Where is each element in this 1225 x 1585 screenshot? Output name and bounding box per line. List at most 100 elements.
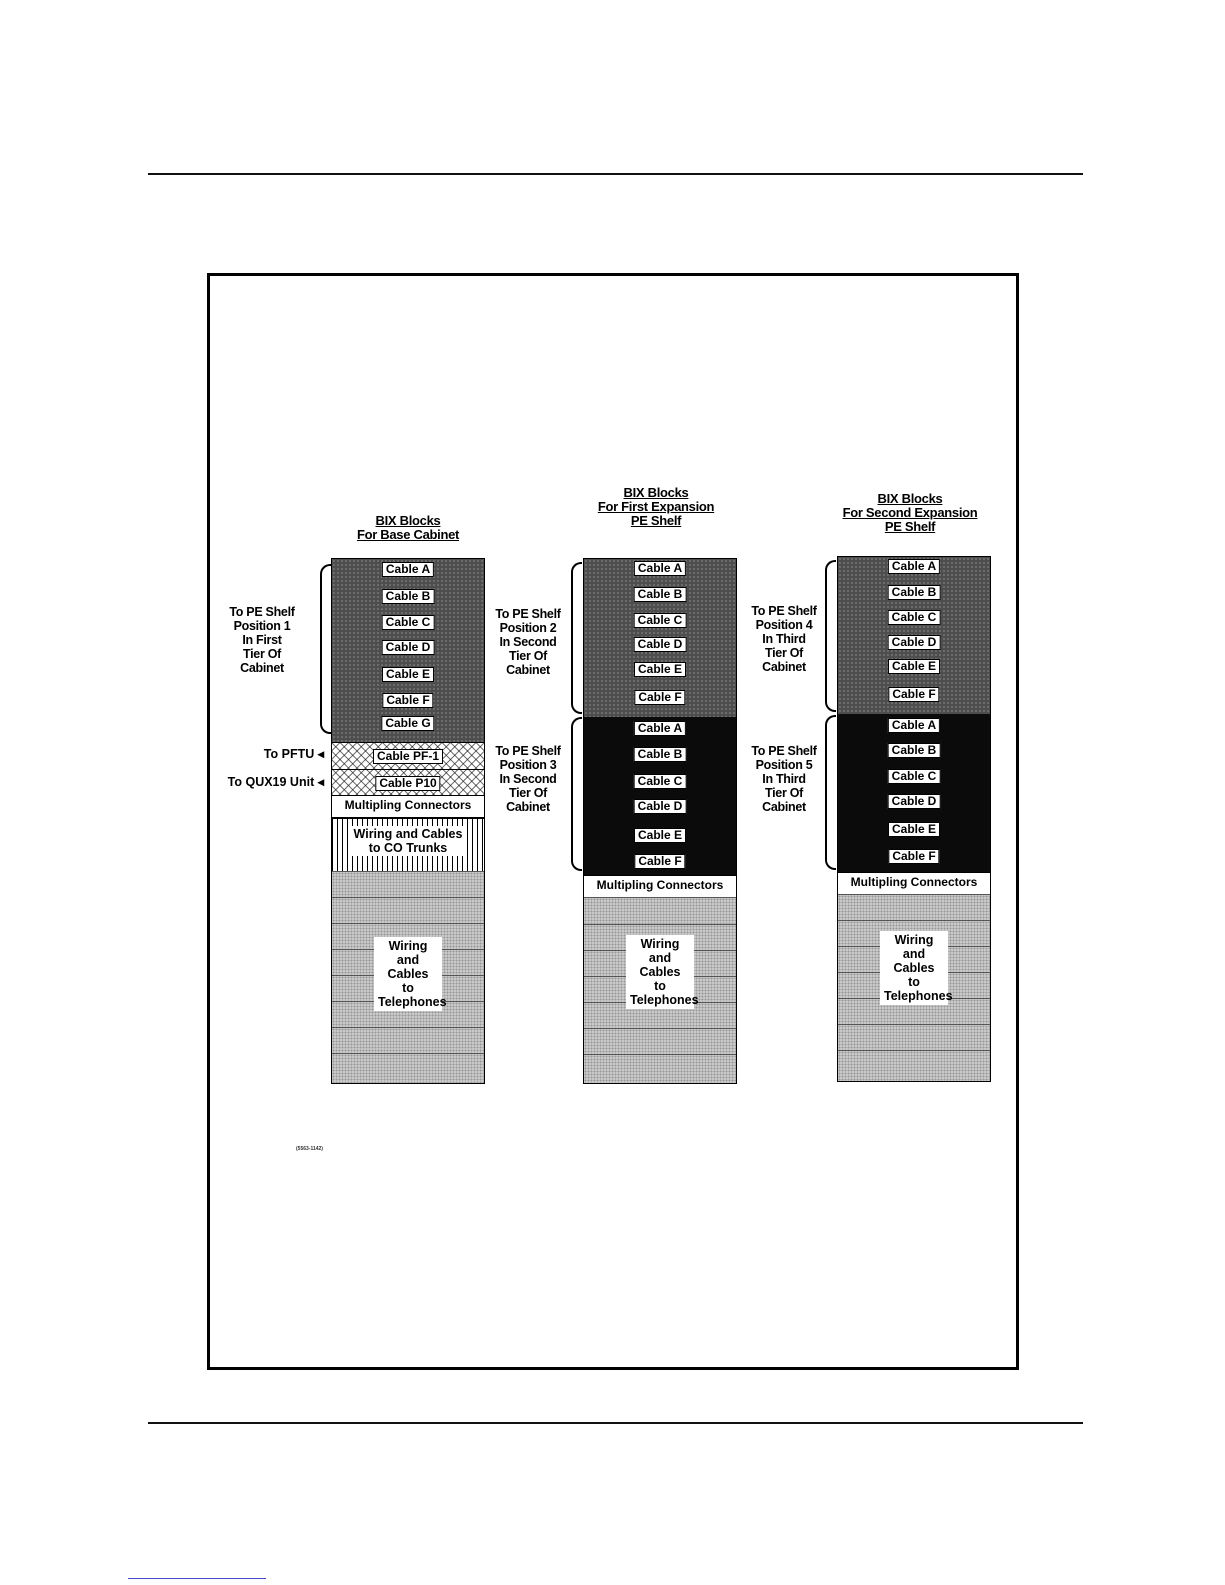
col1-title: BIX Blocks For Base Cabinet (332, 514, 484, 542)
col2-g2-label-l5: Cabinet (506, 800, 550, 814)
tel-l5: Telephones (884, 989, 953, 1003)
telephone-row (332, 1053, 484, 1083)
cable-tag: Cable E (633, 828, 687, 843)
col2-g1-label-l3: In Second (499, 635, 557, 649)
cable-tag: Cable F (888, 687, 940, 702)
co-trunks-block: Wiring and Cables to CO Trunks (332, 817, 484, 871)
col3-bix-stack: Cable A Cable B Cable C Cable D Cable E … (837, 556, 991, 1082)
multiplying-connectors-label: Multipling Connectors (338, 799, 478, 812)
telephone-row (838, 894, 990, 920)
col3-g1-label-l2: Position 4 (755, 618, 813, 632)
tel-l4: to (402, 981, 414, 995)
col3-group1-brace (825, 560, 836, 712)
telephones-label: Wiring and Cables to Telephones (626, 935, 699, 1009)
tel-l2: and (902, 947, 926, 961)
multiplying-connectors-label: Multipling Connectors (590, 879, 730, 892)
col2-group1-label: To PE Shelf Position 2 In Second Tier Of… (482, 607, 574, 677)
col3-group2-brace (825, 715, 836, 870)
tel-l1: Wiring (894, 933, 934, 947)
col3-group1-label: To PE Shelf Position 4 In Third Tier Of … (738, 604, 830, 674)
col1-g1-label-l5: Cabinet (240, 661, 284, 675)
col1-g1-label-l3: In First (242, 633, 282, 647)
cable-tag: Cable PF-1 (372, 749, 444, 764)
cable-tag: Cable E (381, 667, 435, 682)
tel-l3: Cables (387, 967, 429, 981)
cable-tag: Cable A (633, 561, 687, 576)
col3-title-line3: PE Shelf (884, 519, 936, 534)
cable-tag: Cable G (381, 716, 435, 731)
multiplying-connectors-row: Multipling Connectors (332, 795, 484, 817)
footer-link-underline (128, 1578, 266, 1579)
bottom-rule (148, 1422, 1083, 1424)
cable-tag: Cable E (887, 822, 941, 837)
col3-g2-label-l5: Cabinet (762, 800, 806, 814)
cable-row: Cable A Cable B Cable C Cable D Cable E … (584, 559, 736, 717)
cable-tag: Cable B (887, 743, 941, 758)
cable-tag: Cable F (382, 693, 434, 708)
cable-row: Cable A Cable B Cable C Cable D Cable E … (838, 557, 990, 714)
telephone-row (332, 897, 484, 923)
figure-id: (5563-1142) (296, 1146, 323, 1152)
cable-tag: Cable P10 (375, 776, 441, 791)
tel-l4: to (654, 979, 666, 993)
tel-l3: Cables (639, 965, 681, 979)
col2-g2-label-l4: Tier Of (509, 786, 547, 800)
telephone-row (332, 1027, 484, 1053)
col3-g2-label-l3: In Third (762, 772, 806, 786)
cable-tag: Cable B (633, 587, 687, 602)
cable-row: Cable A Cable B Cable C Cable D Cable E … (584, 717, 736, 875)
col1-title-line1: BIX Blocks (375, 513, 441, 528)
to-pftu-label: To PFTU ◂ (263, 747, 324, 761)
cable-tag: Cable E (887, 659, 941, 674)
col3-title: BIX Blocks For Second Expansion PE Shelf (834, 492, 986, 534)
tel-l4: to (908, 975, 920, 989)
telephone-row (584, 897, 736, 924)
cable-tag: Cable B (887, 585, 941, 600)
col2-bix-stack: Cable A Cable B Cable C Cable D Cable E … (583, 558, 737, 1084)
col3-g1-label-l3: In Third (762, 632, 806, 646)
tel-l3: Cables (893, 961, 935, 975)
col3-title-line1: BIX Blocks (877, 491, 943, 506)
tel-l5: Telephones (630, 993, 699, 1007)
top-rule (148, 173, 1083, 175)
telephones-label: Wiring and Cables to Telephones (374, 937, 447, 1011)
cable-tag: Cable C (887, 610, 941, 625)
multiplying-connectors-row: Multipling Connectors (838, 872, 990, 894)
col2-g2-label-l1: To PE Shelf (495, 744, 561, 758)
telephone-row (332, 871, 484, 897)
cable-pf1-row: Cable PF-1 (332, 742, 484, 769)
co-trunks-l1: Wiring and Cables (353, 827, 463, 841)
col1-title-line2: For Base Cabinet (356, 527, 460, 542)
cable-row: Cable A Cable B Cable C Cable D Cable E … (332, 559, 484, 742)
cable-tag: Cable C (887, 769, 941, 784)
col2-title-line2: For First Expansion (597, 499, 715, 514)
cable-tag: Cable A (887, 559, 941, 574)
col3-g1-label-l5: Cabinet (762, 660, 806, 674)
tel-l1: Wiring (388, 939, 428, 953)
cable-p10-row: Cable P10 (332, 769, 484, 795)
col3-title-line2: For Second Expansion (842, 505, 978, 520)
col3-group2-label: To PE Shelf Position 5 In Third Tier Of … (738, 744, 830, 814)
cable-tag: Cable D (633, 799, 687, 814)
tel-l2: and (396, 953, 420, 967)
cable-tag: Cable F (888, 849, 940, 864)
cable-tag: Cable E (633, 662, 687, 677)
co-trunks-label: Wiring and Cables to CO Trunks (350, 826, 466, 856)
cable-tag: Cable B (381, 589, 435, 604)
col2-title-line1: BIX Blocks (623, 485, 689, 500)
co-trunks-l2: to CO Trunks (368, 841, 448, 855)
telephone-row (584, 1002, 736, 1028)
col3-g2-label-l2: Position 5 (755, 758, 813, 772)
telephones-label: Wiring and Cables to Telephones (880, 931, 953, 1005)
cable-tag: Cable F (634, 854, 686, 869)
telephone-row (584, 1054, 736, 1083)
col1-group1-brace (320, 564, 331, 734)
cable-tag: Cable B (633, 747, 687, 762)
cable-tag: Cable C (381, 615, 435, 630)
col3-g2-label-l4: Tier Of (765, 786, 803, 800)
col2-g1-label-l2: Position 2 (499, 621, 557, 635)
cable-tag: Cable F (634, 690, 686, 705)
col2-g2-label-l3: In Second (499, 772, 557, 786)
telephone-row (838, 1050, 990, 1081)
col3-g1-label-l1: To PE Shelf (751, 604, 817, 618)
